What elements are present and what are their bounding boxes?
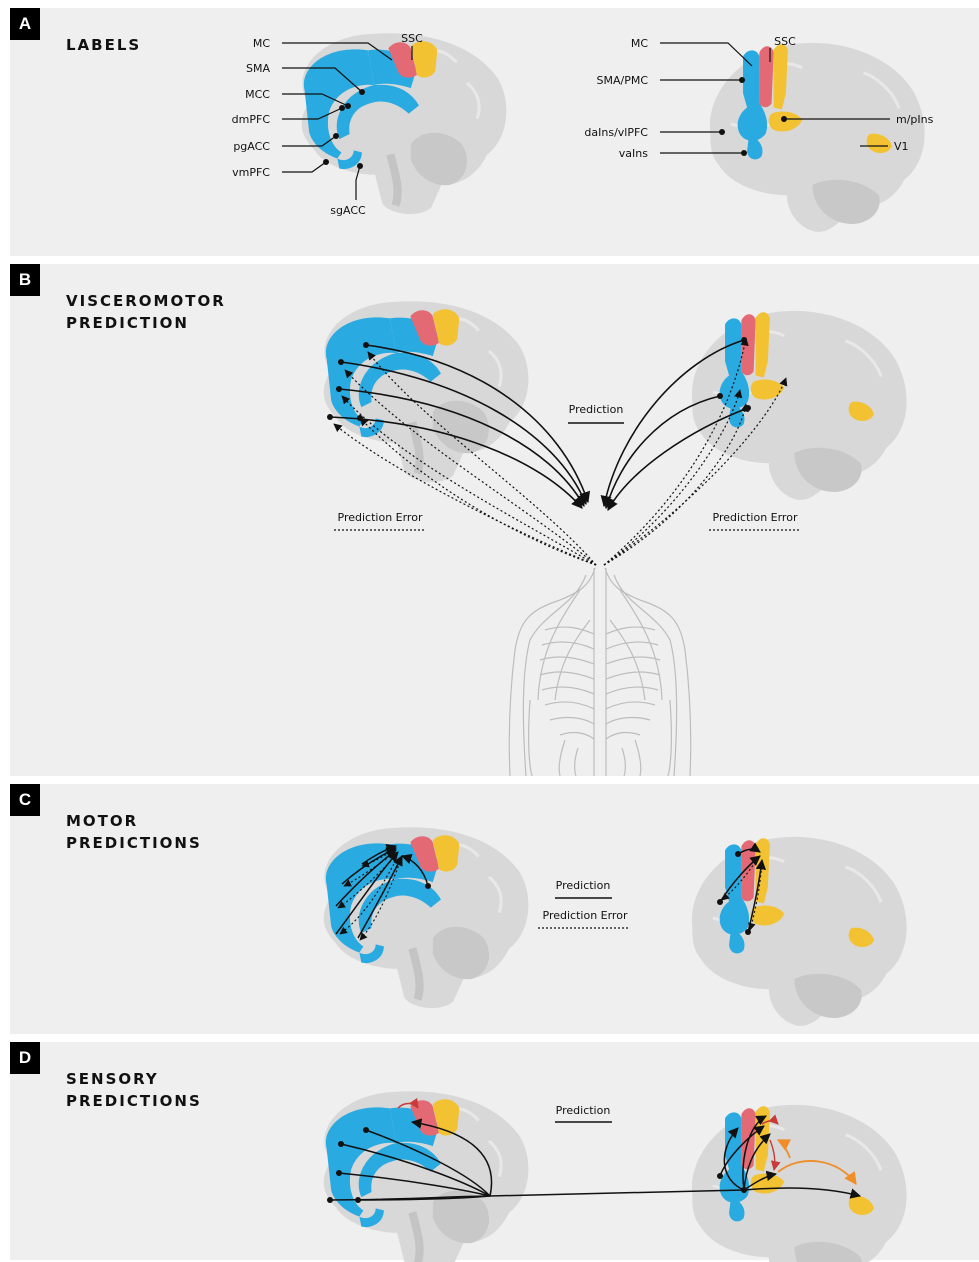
label-m-pins: m/pIns xyxy=(896,113,934,126)
panel-d-lateral-brain xyxy=(692,1105,907,1262)
label-vains: vaIns xyxy=(619,147,648,160)
panel-c-medial-brain xyxy=(324,827,529,1008)
panel-d-medial-brain xyxy=(324,1091,529,1262)
panel-b-medial-brain xyxy=(324,301,529,482)
label-sma-pmc: SMA/PMC xyxy=(596,74,648,87)
label-vmpfc: vmPFC xyxy=(232,166,270,179)
panel-c-lateral-brain xyxy=(692,837,907,1026)
panel-b-lateral-brain xyxy=(692,311,907,500)
label-sma: SMA xyxy=(246,62,270,75)
label-mc: MC xyxy=(253,37,270,50)
panel-c-legend: Prediction Prediction Error xyxy=(538,879,630,928)
label-ssc: SSC xyxy=(401,32,423,45)
panel-a-lateral-brain xyxy=(710,43,925,232)
label-dains-vlpfc: daIns/vlPFC xyxy=(584,126,648,139)
label-mcc: MCC xyxy=(245,88,270,101)
panel-b-body-outline xyxy=(509,568,691,776)
legend-d-prediction: Prediction xyxy=(556,1104,611,1117)
label-sgacc: sgACC xyxy=(330,204,366,217)
panel-a-medial-brain xyxy=(302,33,507,214)
legend-b-prediction: Prediction xyxy=(569,403,624,416)
legend-b-error-left: Prediction Error xyxy=(338,511,423,524)
label-pgacc: pgACC xyxy=(233,140,270,153)
label-v1: V1 xyxy=(894,140,909,153)
legend-c-prediction: Prediction xyxy=(556,879,611,892)
label-lat-mc: MC xyxy=(631,37,648,50)
legend-c-error: Prediction Error xyxy=(543,909,628,922)
panel-d-legend: Prediction xyxy=(555,1104,612,1122)
label-dmpfc: dmPFC xyxy=(232,113,271,126)
label-lat-ssc: SSC xyxy=(774,35,796,48)
legend-b-error-right: Prediction Error xyxy=(713,511,798,524)
